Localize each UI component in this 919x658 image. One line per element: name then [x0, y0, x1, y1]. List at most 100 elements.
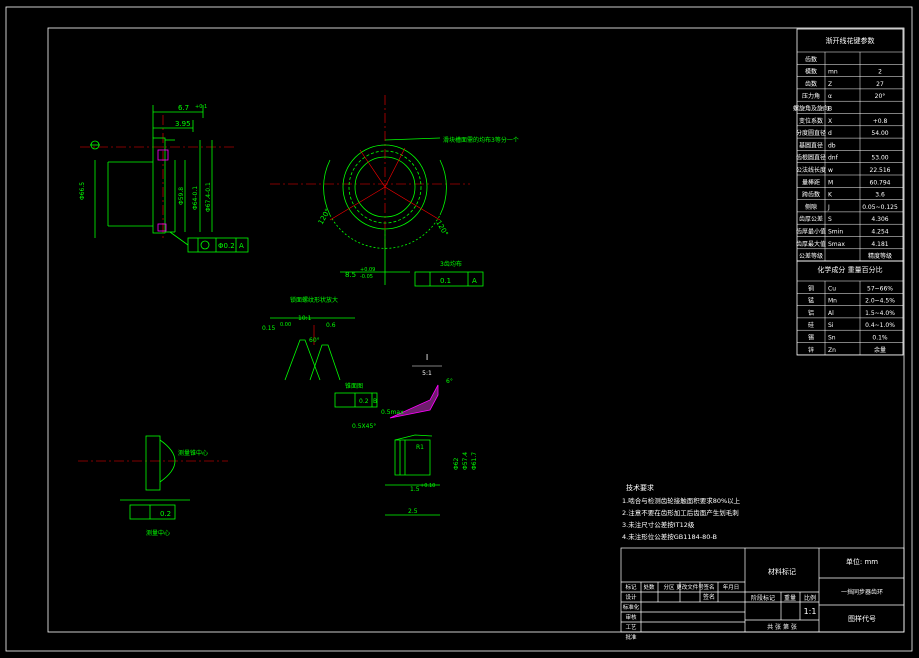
table-cell-value: 余量: [874, 346, 886, 354]
table-cell-name: 齿厚公差: [799, 215, 823, 223]
table-cell-symbol: Sn: [828, 335, 836, 342]
revision-labels: 标记处数分区更改文件号签名年月日: [625, 583, 739, 591]
weight-label: 重量: [784, 594, 796, 602]
table-cell-name: 公差等级: [799, 252, 823, 260]
chem-table-title: 化学成分 重量百分比: [817, 265, 882, 274]
table-cell-name: 齿数: [805, 80, 817, 88]
dim-dia-left: Φ66.5: [79, 182, 86, 200]
drawing-no: 图样代号: [848, 614, 876, 623]
fc-tol-small: 0.2: [160, 510, 171, 518]
fc-datum-a-side: A: [239, 242, 244, 250]
tech-req-item: 2.注意不要在齿形加工后齿面产生划毛刺: [622, 508, 739, 517]
table-cell-symbol: mn: [828, 69, 838, 76]
table-cell-value: 0.1%: [872, 335, 888, 342]
angle-detail: 6°: [446, 378, 453, 385]
dim-dia-a: Φ67.4-0.1: [205, 182, 212, 212]
rev-label: 签名: [703, 583, 714, 591]
role-label: 设计: [625, 593, 637, 601]
stage-label: 阶段标记: [751, 594, 775, 602]
table-cell-symbol: B: [828, 106, 832, 113]
tech-req-item: 3.未注尺寸公差按IT12级: [622, 520, 695, 529]
dim-8-5-tol-dn: -0.05: [360, 274, 373, 280]
table-cell-name: 跨齿数: [802, 191, 820, 199]
dim-dia-b: Φ64-0.1: [192, 186, 199, 210]
dim-8-5-tol-up: +0.09: [360, 267, 375, 273]
part-name: 一挡同步器齿环: [841, 588, 883, 596]
dim-r1: R1: [416, 444, 424, 451]
table-cell-name: 螺旋角及旋向: [793, 105, 829, 113]
table-cell-symbol: K: [828, 192, 833, 199]
outer-frame: [5, 6, 913, 652]
table-cell-name: 变位系数: [799, 117, 823, 125]
measure-center-2: 测量中心: [146, 529, 170, 537]
side-view-dims: 6.7 +0.1 3.95 Φ66.5 Φ59.8 Φ64-0.1 Φ67.4-…: [79, 104, 244, 250]
table-cell-symbol: d: [828, 130, 832, 137]
table-cell-symbol: M: [828, 179, 833, 186]
table-cell-name: 压力角: [802, 92, 820, 100]
table-cell-value: 22.516: [870, 167, 891, 174]
table-cell-symbol: dnf: [828, 155, 839, 162]
tooth-profile-view: [270, 317, 355, 381]
rev-label: 标记: [625, 583, 637, 591]
detail-dia-1: Φ62: [453, 457, 460, 470]
table-cell-name: 铝: [808, 309, 814, 317]
dim-05max: 0.5max: [381, 409, 404, 416]
tech-req-item: 4.未注形位公差按GB1184-80-B: [622, 532, 717, 541]
table-cell-symbol: S: [828, 216, 832, 223]
role-label: 审核: [625, 613, 637, 621]
table-cell-name: 分度圆直径: [796, 129, 826, 137]
table-cell-value: +0.8: [873, 118, 888, 125]
tp-0-6: 0.6: [326, 322, 336, 329]
inner-frame: [47, 27, 905, 633]
fc-tol-front: 0.1: [440, 277, 451, 285]
table-cell-value: 精度等级: [868, 252, 892, 260]
front-view: [270, 95, 484, 287]
fc-datum-b: B: [373, 398, 377, 405]
fc-tol-detail: 0.2: [359, 398, 369, 405]
tp-0-15: 0.15: [262, 325, 276, 332]
sheets: 共 张 第 张: [767, 623, 797, 631]
title-block: [620, 547, 905, 633]
table-cell-value: 60.794: [870, 179, 891, 186]
table-cell-value: 54.00: [871, 130, 888, 137]
material: 材料标记: [768, 567, 796, 576]
table-cell-name: 铜: [808, 284, 814, 292]
sign-label: 签名: [703, 593, 715, 601]
spline-label: 3齿均布: [440, 260, 462, 268]
title-block-text: 材料标记 单位: mm 一挡同步器齿环 图样代号 阶段标记 重量 比例 1:1 …: [703, 557, 883, 631]
rev-label: 更改文件号: [676, 583, 704, 591]
table-cell-symbol: w: [828, 167, 833, 174]
table-cell-symbol: Smax: [828, 241, 845, 248]
tech-req-item: 1.啮合与检测齿轮接触面积要求80%以上: [622, 496, 741, 505]
table-cell-name: 齿厚最大值: [796, 240, 826, 248]
tech-requirements: 技术要求 1.啮合与检测齿轮接触面积要求80%以上 2.注意不要在齿形加工后齿面产…: [622, 483, 741, 541]
table-cell-name: 锌: [808, 346, 814, 354]
table-cell-name: 量棒距: [802, 178, 820, 186]
detail-dia-3: Φ61.7: [471, 452, 478, 470]
table-cell-symbol: Smin: [828, 229, 843, 236]
table-cell-name: 基圆直径: [799, 141, 823, 149]
dim-2-5: 2.5: [408, 508, 418, 515]
role-label: 标准化: [623, 603, 640, 611]
tp-0-15-tol: 0.00: [280, 322, 291, 328]
detail-dims: I 5:1 锥面图 0.2 B 0.5max 0.5X45° R1 Φ62 Φ5…: [345, 353, 478, 515]
table-cell-symbol: db: [828, 142, 836, 149]
tp-angle: 60°: [309, 337, 320, 344]
detail-scale: 5:1: [422, 370, 432, 377]
tp-ratio: 10:1: [298, 315, 312, 322]
tech-req-title: 技术要求: [626, 483, 654, 492]
table-cell-symbol: Cu: [828, 285, 836, 292]
table-cell-name: 硅: [808, 321, 814, 329]
table-cell-value: 3.6: [875, 192, 885, 199]
small-view: [78, 435, 228, 520]
table-cell-value: 4.181: [871, 241, 888, 248]
table-cell-name: 公法线长度: [796, 166, 826, 174]
taper-label: 锥面图: [345, 382, 363, 390]
dim-chamfer: 0.5X45°: [352, 423, 376, 430]
table-cell-symbol: α: [828, 93, 832, 100]
table-cell-name: 模数: [805, 68, 817, 76]
rev-label: 处数: [643, 583, 655, 591]
